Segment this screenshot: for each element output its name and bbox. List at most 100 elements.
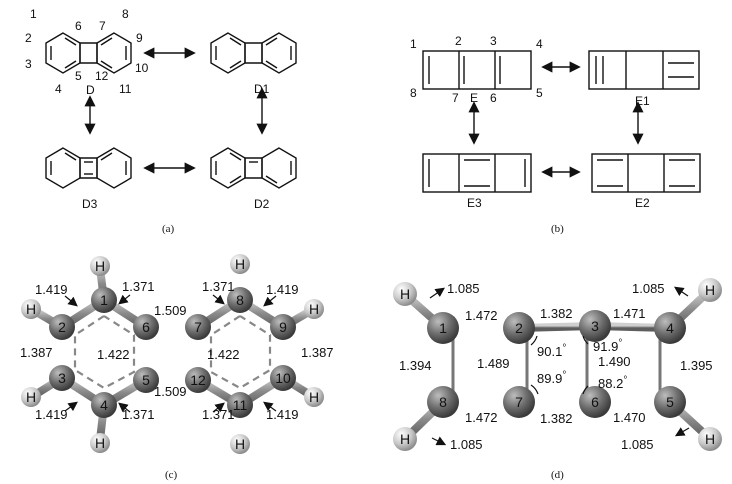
bond-length-label: 1.419: [266, 282, 299, 297]
bond-length-label: 1.085: [621, 437, 654, 452]
structure-d1: [210, 32, 297, 74]
carbon-atom: [133, 314, 159, 340]
hydrogen-atom: [393, 427, 417, 451]
carbon-atom: [654, 312, 686, 344]
atom-label: 3: [25, 57, 32, 71]
structure-label: E2: [635, 196, 650, 210]
atom-label: 1: [410, 37, 417, 51]
atom-label: 6: [591, 394, 599, 410]
bond-length-label: 1.472: [465, 308, 498, 323]
bond-length-label: 1.371: [122, 407, 155, 422]
panel-a: [45, 32, 297, 189]
atom-label: 3: [591, 318, 599, 334]
atom-label: 8: [122, 7, 129, 21]
bond-length-label: 1.371: [122, 279, 155, 294]
atom-label: 5: [142, 372, 150, 388]
bond-length-label: 1.489: [477, 356, 510, 371]
atom-label: 2: [25, 31, 32, 45]
hydrogen-atom: [90, 433, 110, 453]
bond-length-label: 1.422: [97, 347, 130, 362]
carbon-atom: [270, 365, 296, 391]
structure-e: [422, 50, 532, 90]
atom-label: 2: [58, 319, 66, 335]
structure-e3: [422, 153, 532, 193]
hydrogen-label: H: [400, 431, 410, 447]
bond-length-label: 1.422: [207, 347, 240, 362]
bond-length-label: 1.490: [598, 354, 631, 369]
atom-label: 6: [75, 19, 82, 33]
carbon-atom: [185, 314, 211, 340]
hydrogen-atom: [304, 387, 324, 407]
atom-label: 8: [439, 394, 447, 410]
bond-length-label: 1.419: [35, 407, 68, 422]
atom-label: 1: [100, 292, 108, 308]
hydrogen-atom: [230, 254, 250, 274]
atom-label: 2: [515, 320, 523, 336]
bond-length-label: 1.371: [202, 279, 235, 294]
atom-label: 6: [142, 319, 150, 335]
hydrogen-label: H: [400, 286, 410, 302]
atom-label: 7: [452, 91, 459, 105]
atom-label: 4: [536, 37, 543, 51]
hydrogen-label: H: [309, 301, 319, 317]
hydrogen-label: H: [235, 436, 245, 452]
structure-e2: [591, 153, 701, 193]
atom-label: 7: [515, 394, 523, 410]
hydrogen-label: H: [309, 389, 319, 405]
atom-label: 5: [666, 394, 674, 410]
bond-length-label: 1.382: [540, 411, 573, 426]
carbon-atom: [579, 386, 611, 418]
atom-label: 2: [455, 34, 462, 48]
carbon-atom: [49, 314, 75, 340]
carbon-atom: [654, 386, 686, 418]
hydrogen-atom: [698, 427, 722, 451]
bond-length-label: 1.509: [154, 303, 187, 318]
carbon-atom: [270, 314, 296, 340]
angle-label: 88.2°: [598, 375, 627, 391]
panel-a-labels: 1 2 3 4 5 6 7 8 9 10 11 12 D D1 D3 D2 (a…: [25, 7, 270, 235]
bond-length-label: 1.419: [266, 407, 299, 422]
hydrogen-atom: [393, 282, 417, 306]
bond-length-label: 1.394: [399, 358, 432, 373]
bond-length-label: 1.085: [632, 281, 665, 296]
bond-length-label: 1.387: [301, 345, 334, 360]
hydrogen-label: H: [705, 431, 715, 447]
structure-label: E1: [635, 94, 650, 108]
bond-length-label: 1.419: [35, 282, 68, 297]
panel-d: 1 2 3 4 5 6 7 8 H H H H 1.085 1.472 1.38…: [393, 278, 722, 481]
hydrogen-atom: [698, 278, 722, 302]
bond-length-label: 1.471: [613, 306, 646, 321]
panel-b-labels: 1 2 3 4 5 6 7 8 E E1 E3 E2 (b): [410, 34, 650, 235]
carbon-atom: [227, 392, 253, 418]
atom-label: 10: [275, 370, 291, 386]
atom-label: 7: [194, 319, 202, 335]
angle-label: 91.9°: [593, 338, 622, 354]
carbon-atom: [49, 365, 75, 391]
hydrogen-atom: [90, 256, 110, 276]
angle-label: 90.1°: [537, 343, 566, 359]
atom-label: 4: [55, 82, 62, 96]
panel-c: 1 2 3 4 5 6 7 8 9 10 11 12 H H H H H H H…: [20, 254, 334, 481]
carbon-atom: [427, 312, 459, 344]
atom-label: 4: [100, 397, 108, 413]
bond-length-label: 1.382: [540, 306, 573, 321]
atom-label: 8: [236, 292, 244, 308]
bond-length-label: 1.387: [20, 345, 53, 360]
caption-d: (d): [551, 469, 564, 481]
atom-label: 12: [190, 372, 206, 388]
carbon-atom: [227, 287, 253, 313]
atom-label: 1: [439, 320, 447, 336]
carbon-atom: [91, 287, 117, 313]
structure-label: E: [470, 91, 478, 105]
bond-length-label: 1.085: [450, 437, 483, 452]
bond-length-label: 1.371: [202, 407, 235, 422]
hydrogen-atom: [230, 434, 250, 454]
carbon-atom: [133, 367, 159, 393]
structure-label: D2: [254, 197, 270, 211]
hydrogen-label: H: [235, 256, 245, 272]
angle-label: 89.9°: [537, 370, 566, 386]
caption-b: (b): [551, 223, 564, 235]
atom-label: 11: [119, 82, 132, 96]
hydrogen-atom: [21, 299, 41, 319]
